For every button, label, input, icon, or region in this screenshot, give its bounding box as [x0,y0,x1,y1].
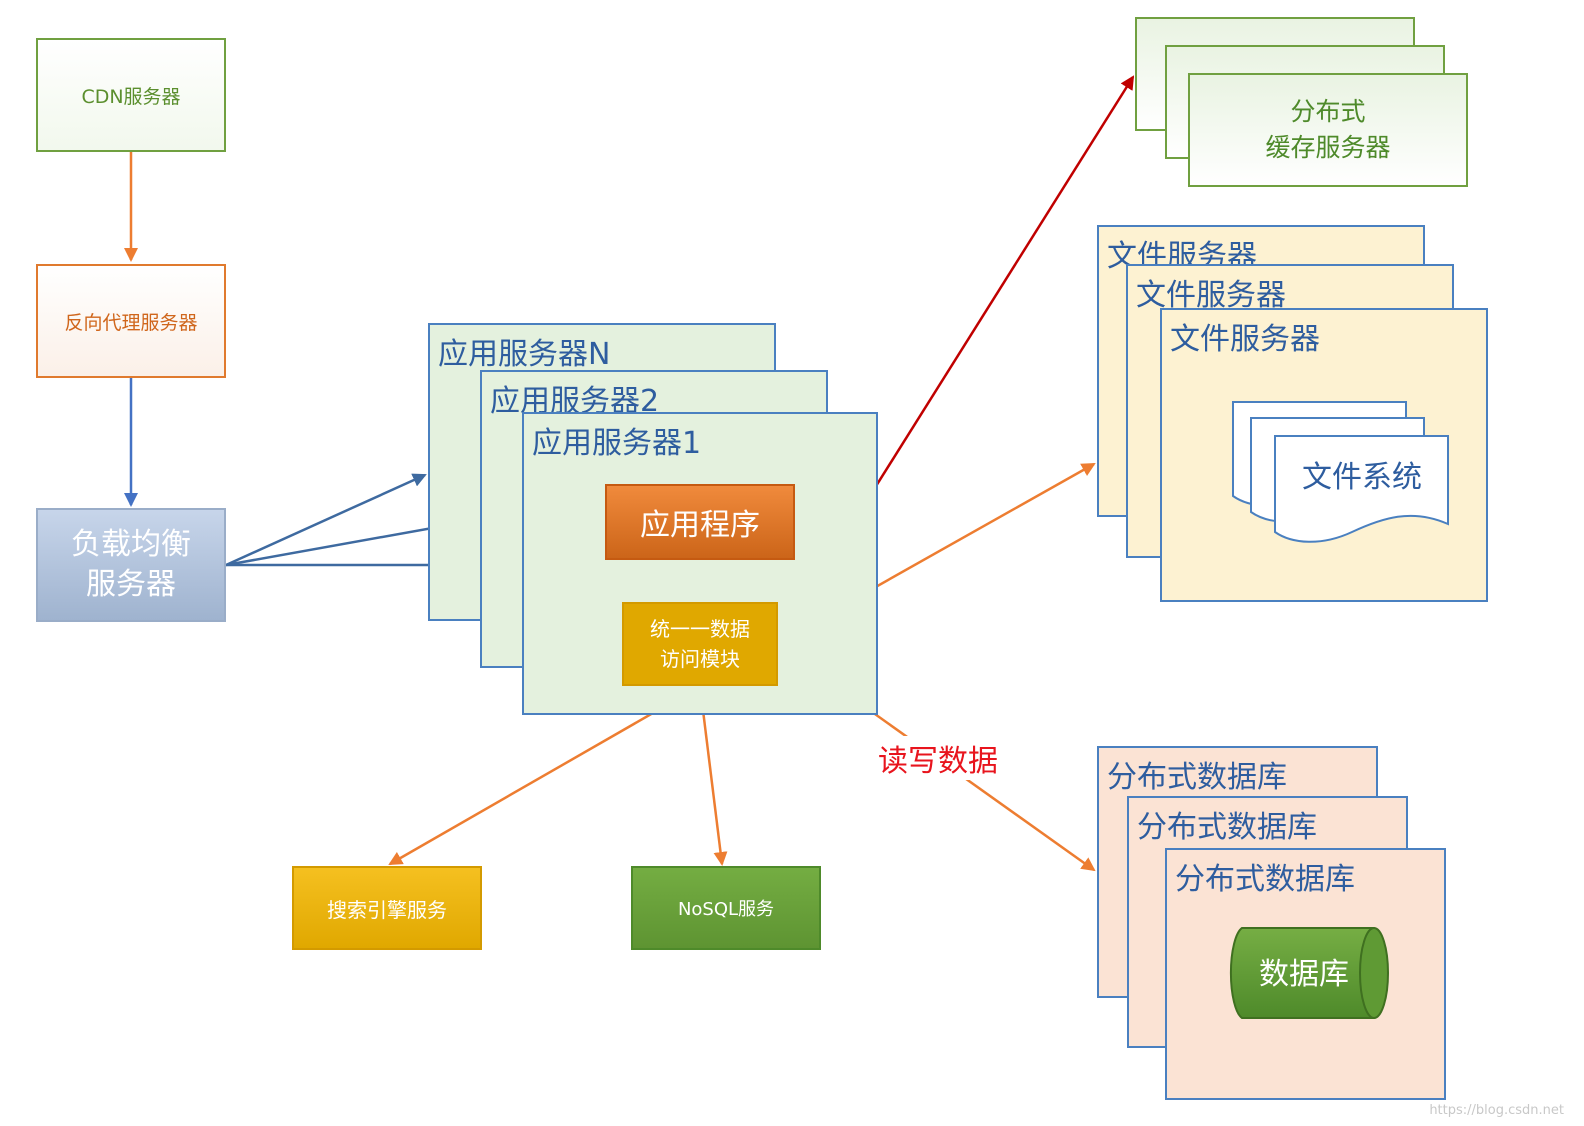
application-program-box: 应用程序 [605,484,795,560]
data-access-label-line1: 统一一数据 [650,617,750,641]
cache-label-line2: 缓存服务器 [1265,133,1391,162]
database-label: 数据库 [1259,957,1349,992]
nosql-service-label: NoSQL服务 [677,899,775,920]
cache-server-front: 分布式 缓存服务器 [1188,73,1468,187]
application-program-label: 应用程序 [640,508,760,543]
read-write-label: 读写数据 [868,736,1008,780]
app-server-1-label: 应用服务器1 [532,426,702,461]
load-balancer-label-line1: 负载均衡 [71,527,191,562]
load-balancer-box: 负载均衡 服务器 [36,508,226,622]
access-to-nosql-arrow [698,685,728,866]
file-server-front-label: 文件服务器 [1170,322,1320,357]
cdn-server-box: CDN服务器 [36,38,226,152]
data-access-module-box: 统一一数据 访问模块 [622,602,778,686]
database-icon: 数据库 [1229,927,1389,1019]
cache-label-line1: 分布式 [1290,97,1366,126]
access-to-search-arrow [388,684,701,866]
database-server-front-label: 分布式数据库 [1175,862,1355,897]
reverse-proxy-label: 反向代理服务器 [64,311,198,334]
watermark: https://blog.csdn.net [1429,1103,1564,1118]
search-engine-box: 搜索引擎服务 [292,866,482,950]
load-balancer-label-line2: 服务器 [86,567,176,602]
file-system-icon: 文件系统 [1232,401,1449,543]
file-server-middle-label: 文件服务器 [1136,278,1286,313]
app-server-n-label: 应用服务器N [438,337,611,372]
nosql-service-box: NoSQL服务 [631,866,821,950]
database-server-back-label: 分布式数据库 [1107,760,1287,795]
data-access-label-line2: 访问模块 [660,647,740,671]
lb-to-appN-arrow [225,473,427,567]
file-system-label: 文件系统 [1302,460,1422,495]
search-engine-label: 搜索引擎服务 [327,897,447,922]
reverse-proxy-box: 反向代理服务器 [36,264,226,378]
cdn-server-label: CDN服务器 [81,85,181,108]
database-server-middle-label: 分布式数据库 [1137,810,1317,845]
